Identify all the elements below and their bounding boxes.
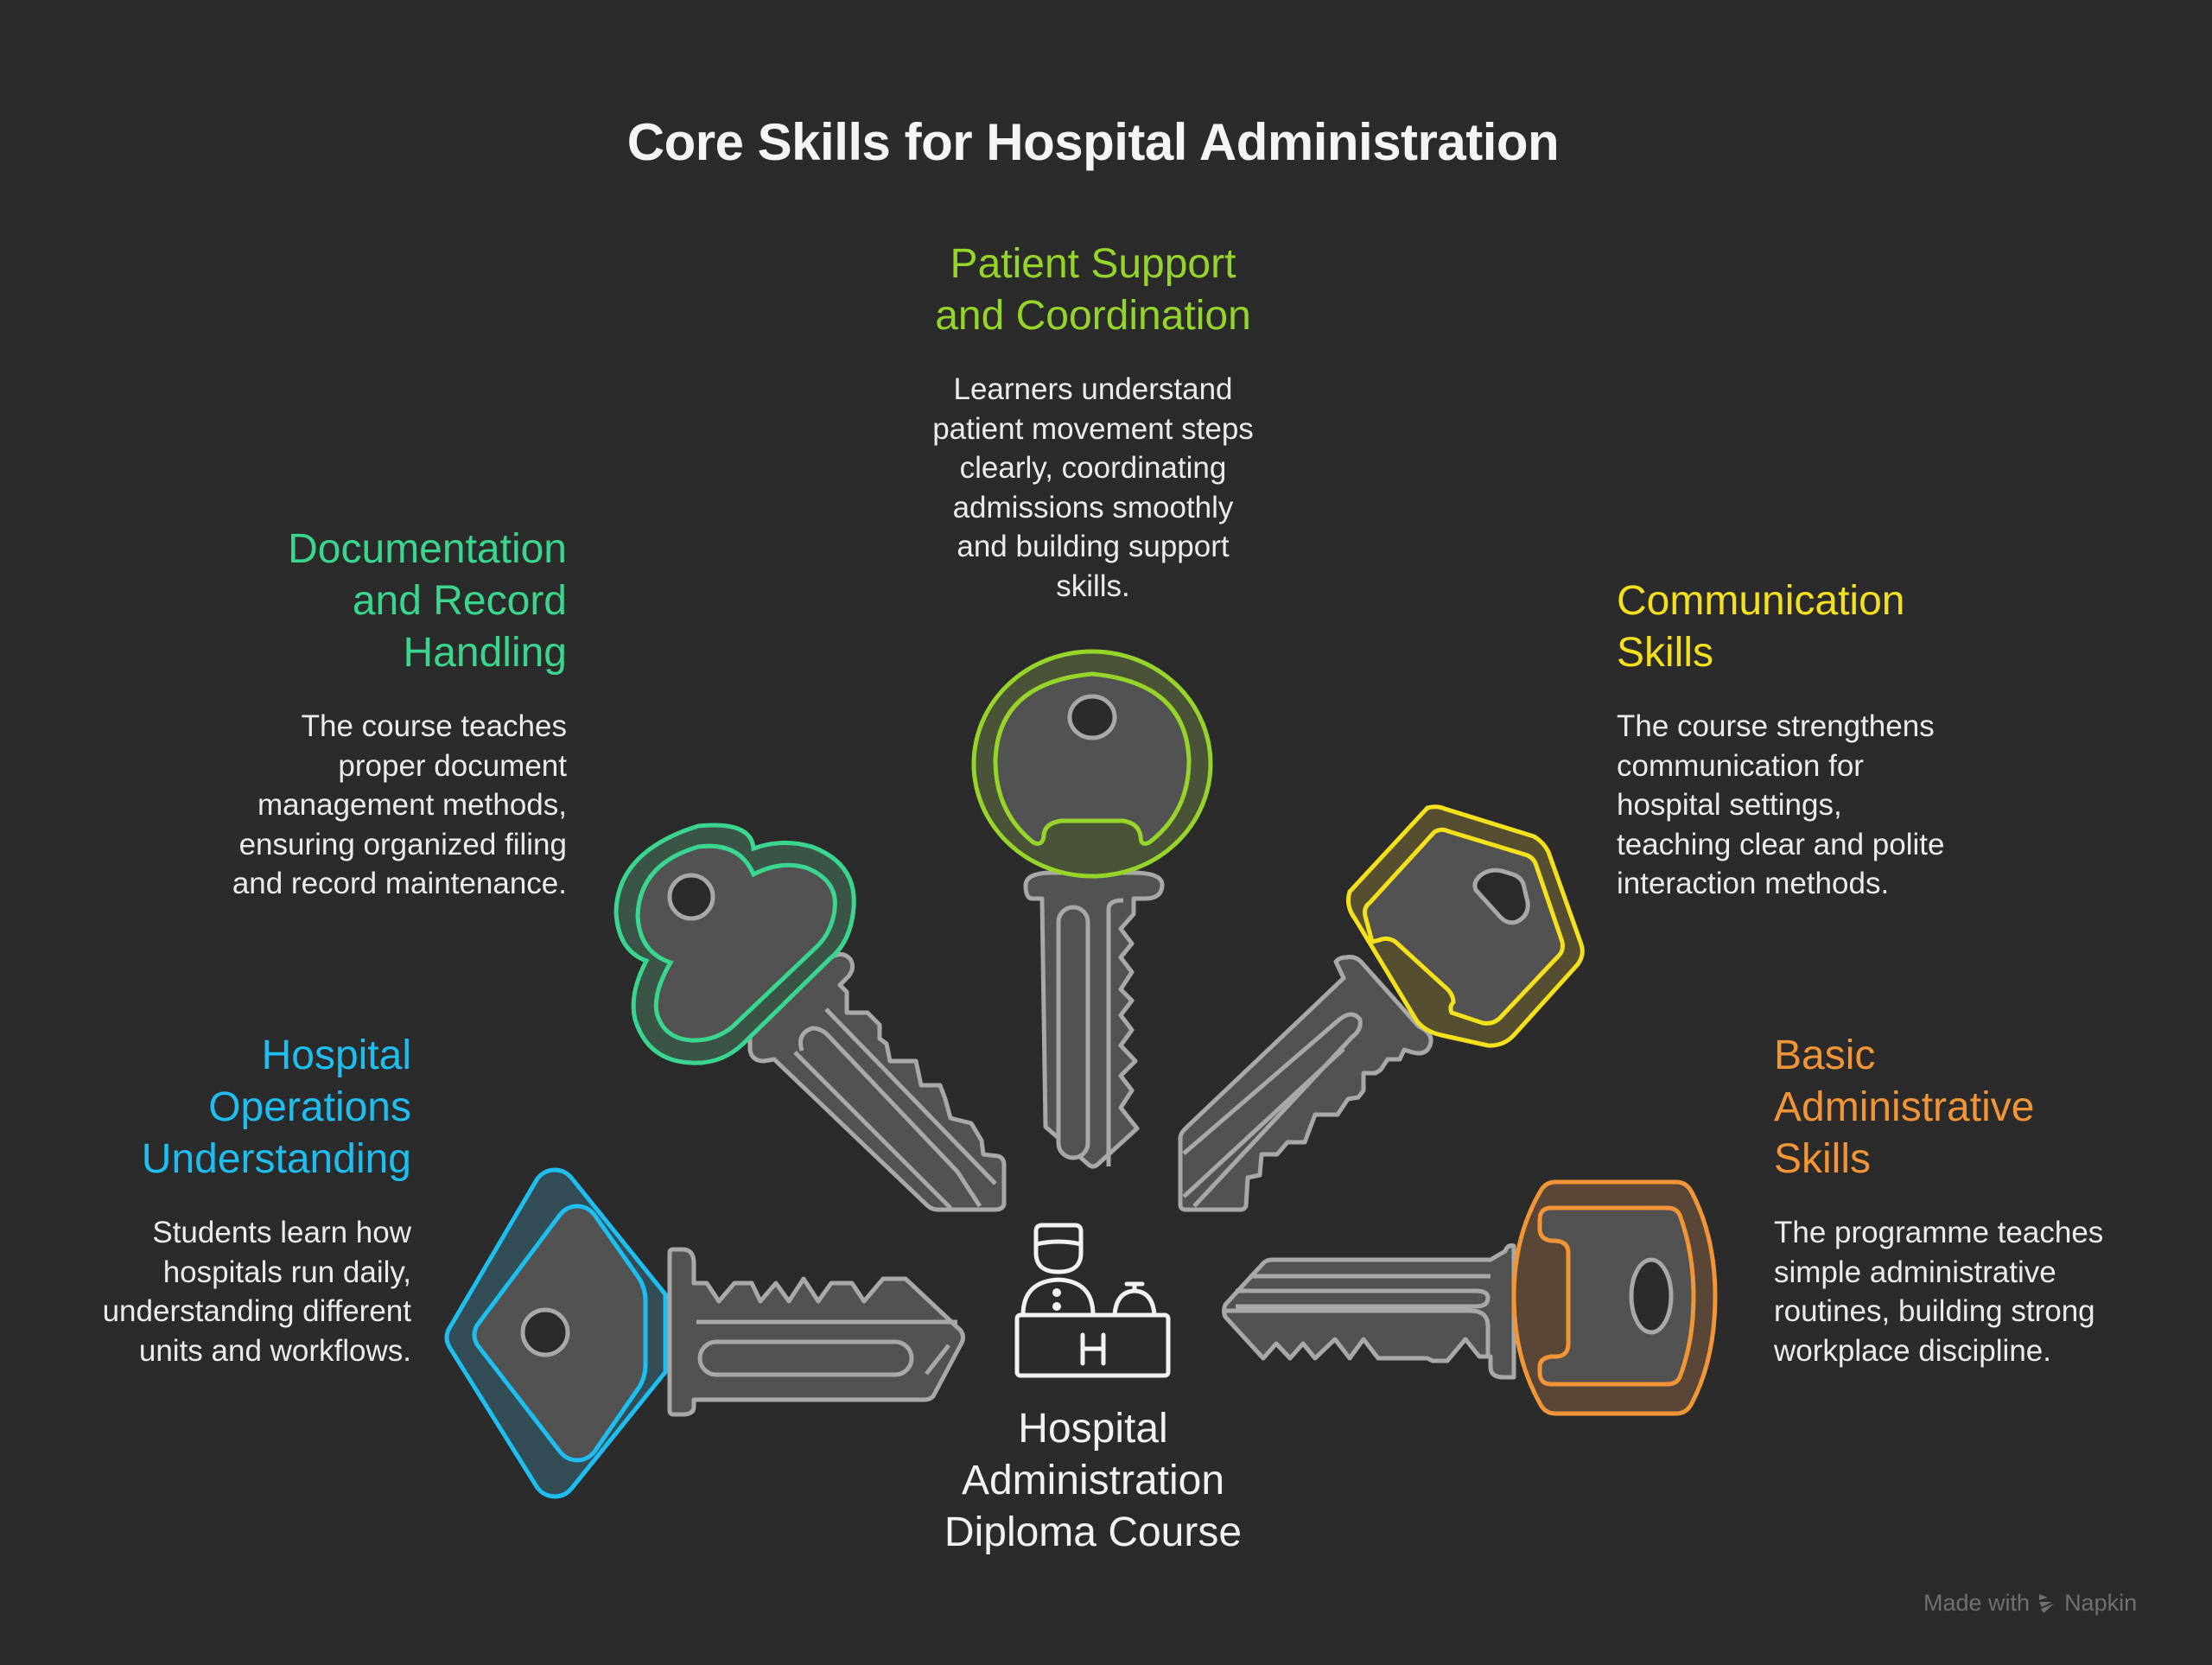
heading-line: Handling	[403, 630, 567, 676]
description-line: teaching clear and polite	[1617, 827, 1945, 861]
description-line: interaction methods.	[1617, 867, 1890, 900]
key-basic-administrative-icon	[1222, 1179, 1718, 1416]
description-line: routines, building strong	[1774, 1294, 2095, 1328]
heading-line: Communication	[1617, 578, 1905, 624]
heading-line: Hospital	[261, 1033, 411, 1078]
page-title: Core Skills for Hospital Administration	[626, 113, 1560, 171]
skill-heading: Documentation and Record Handling	[135, 524, 567, 679]
heading-line: Documentation	[288, 526, 567, 572]
description-line: simple administrative	[1774, 1255, 2056, 1289]
heading-line: Basic	[1774, 1033, 1876, 1078]
center-label-line: Diploma Course	[944, 1509, 1243, 1555]
heading-line: Skills	[1774, 1136, 1872, 1182]
center-course-label: Hospital Administration Diploma Course	[920, 1403, 1266, 1559]
description-line: hospital settings,	[1617, 788, 1842, 822]
heading-line: Understanding	[141, 1136, 411, 1182]
skill-documentation: Documentation and Record Handling The co…	[135, 524, 567, 904]
skill-description: The course strengthens communication for…	[1617, 707, 2066, 904]
napkin-logo-icon	[2039, 1593, 2055, 1613]
made-with-napkin-watermark[interactable]: Made with Napkin	[1923, 1590, 2137, 1617]
center-label-line: Hospital	[1018, 1406, 1168, 1452]
key-patient-support-icon	[971, 649, 1213, 1169]
description-line: The course strengthens	[1617, 709, 1935, 743]
skill-heading: Patient Support and Coordination	[890, 238, 1296, 342]
description-line: skills.	[1056, 569, 1130, 603]
watermark-prefix: Made with	[1923, 1590, 2031, 1616]
heading-line: Patient Support	[950, 241, 1236, 287]
description-line: understanding different	[102, 1294, 411, 1328]
description-line: and record maintenance.	[232, 867, 567, 900]
center-label-line: Administration	[961, 1458, 1225, 1503]
description-line: clearly, coordinating	[959, 451, 1227, 485]
description-line: The course teaches	[301, 709, 567, 743]
description-line: and building support	[957, 530, 1230, 563]
heading-line: Operations	[208, 1084, 411, 1130]
key-hospital-operations-icon	[444, 1167, 965, 1499]
skill-heading: Basic Administrative Skills	[1774, 1030, 2189, 1185]
hospital-reception-desk-icon	[1014, 1223, 1171, 1378]
skill-description: Students learn how hospitals run daily, …	[17, 1213, 411, 1370]
skill-description: The programme teaches simple administrat…	[1774, 1213, 2189, 1370]
key-documentation-icon	[613, 823, 1007, 1212]
watermark-brand: Napkin	[2064, 1590, 2138, 1616]
description-line: admissions smoothly	[952, 490, 1234, 524]
description-line: communication for	[1617, 748, 1864, 783]
key-communication-icon	[1178, 804, 1585, 1212]
heading-line: and Coordination	[935, 293, 1251, 339]
skill-hospital-operations: Hospital Operations Understanding Studen…	[17, 1030, 411, 1370]
description-line: workplace discipline.	[1774, 1333, 2051, 1368]
heading-line: Administrative	[1774, 1084, 2035, 1130]
description-line: Students learn how	[152, 1216, 411, 1249]
skill-description: The course teaches proper document manag…	[135, 707, 567, 904]
description-line: management methods,	[257, 788, 567, 822]
heading-line: Skills	[1617, 630, 1714, 676]
description-line: ensuring organized filing	[238, 827, 567, 861]
skill-patient-support: Patient Support and Coordination Learner…	[890, 238, 1296, 606]
skill-heading: Hospital Operations Understanding	[17, 1030, 411, 1185]
description-line: hospitals run daily,	[162, 1255, 411, 1289]
description-line: patient movement steps	[932, 411, 1254, 446]
skill-description: Learners understand patient movement ste…	[890, 370, 1296, 606]
skill-heading: Communication Skills	[1617, 575, 2066, 679]
description-line: proper document	[338, 748, 567, 783]
description-line: The programme teaches	[1774, 1216, 2104, 1249]
description-line: units and workflows.	[138, 1333, 411, 1368]
skill-basic-administrative: Basic Administrative Skills The programm…	[1774, 1030, 2189, 1370]
skill-communication: Communication Skills The course strength…	[1617, 575, 2066, 904]
description-line: Learners understand	[953, 372, 1233, 406]
heading-line: and Record	[352, 578, 567, 624]
